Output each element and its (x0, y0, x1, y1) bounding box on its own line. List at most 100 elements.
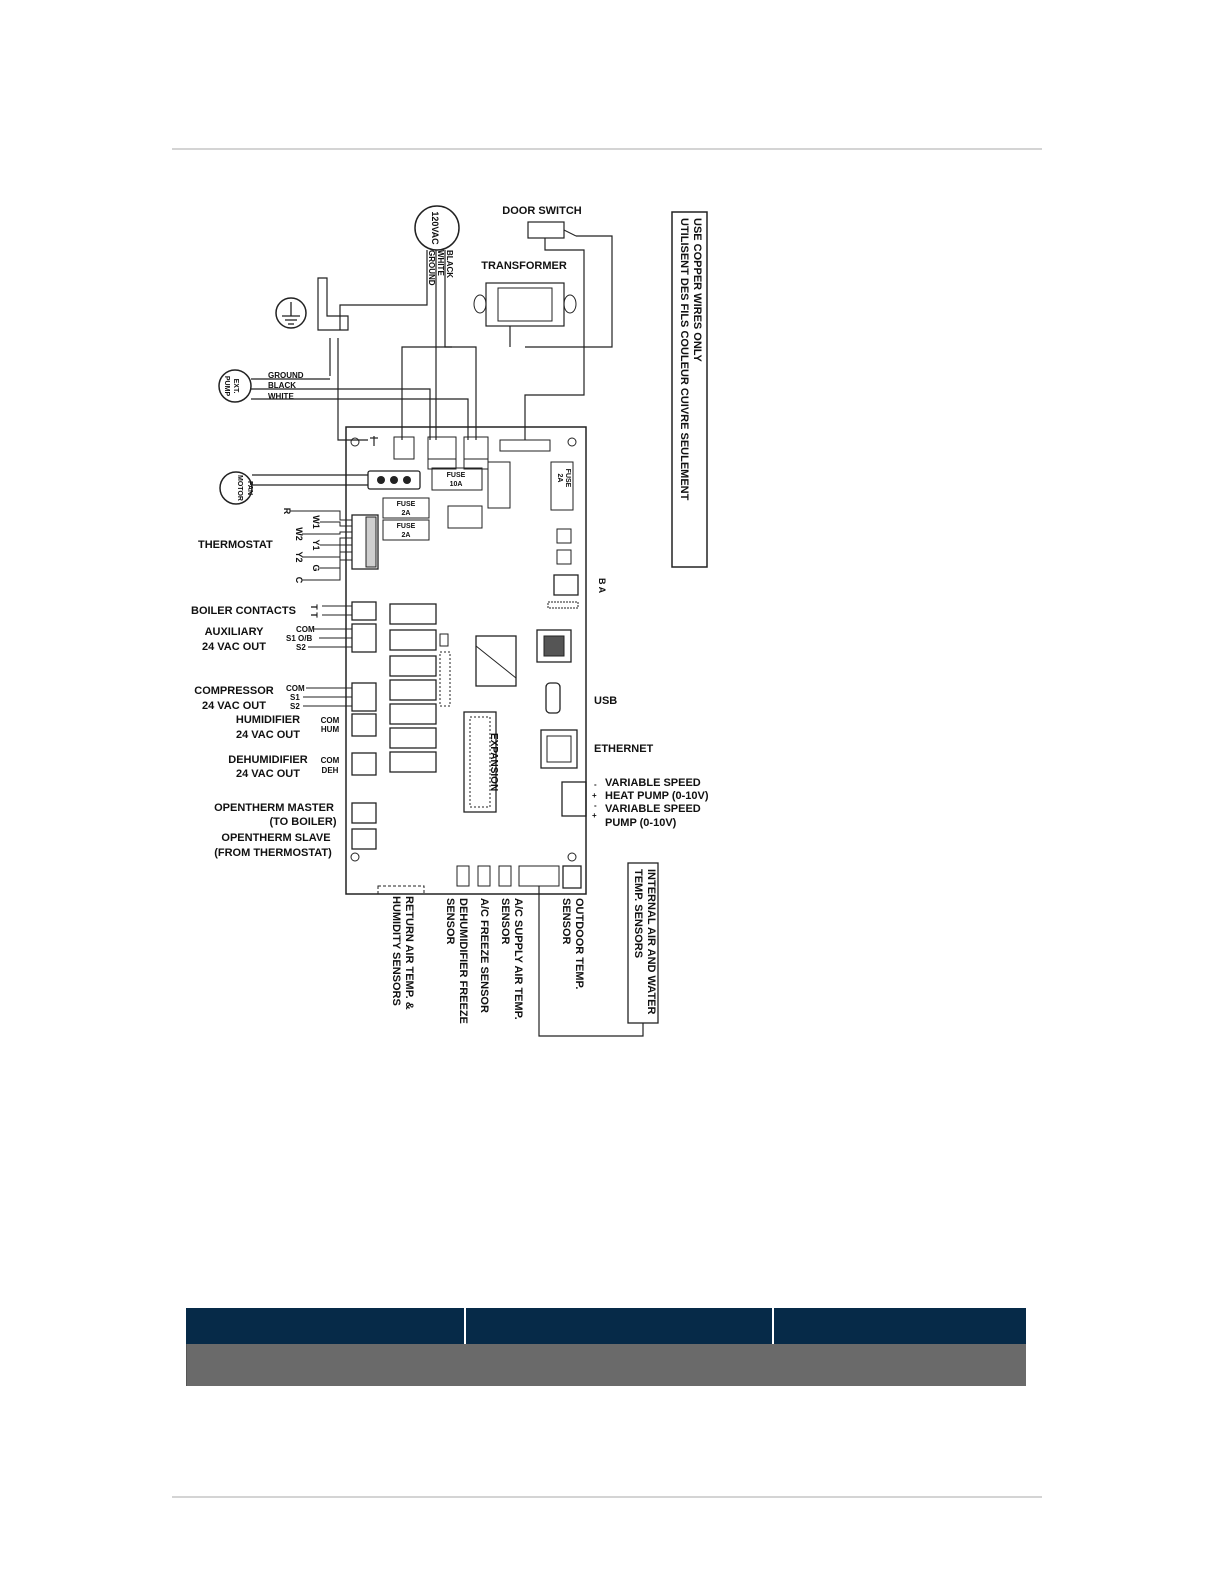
pin (403, 476, 411, 484)
opentherm-slave-terminal (351, 828, 377, 850)
fuse-b-rating: 2A (402, 532, 411, 539)
thermostat-wires (290, 510, 352, 581)
microcontroller-mark (475, 645, 517, 679)
fuse-main (431, 467, 483, 491)
led-strip (439, 651, 451, 707)
transformer-core (497, 287, 553, 322)
fan-motor-symbol (219, 471, 253, 505)
door-switch-wires (524, 235, 613, 440)
mount-hole (567, 437, 577, 447)
opentherm-master-label: OPENTHERM MASTER (214, 802, 334, 814)
sign: - (594, 780, 597, 789)
auxiliary-label: AUXILIARY (205, 626, 265, 638)
ac-supply-label: SENSOR (499, 898, 511, 945)
bottom-divider (172, 1496, 1042, 1498)
sd-card-slot (536, 629, 572, 663)
terminal-label: W1 (311, 515, 321, 529)
opentherm-slave-label: OPENTHERM SLAVE (221, 832, 330, 844)
mount-hole (350, 852, 360, 862)
comp-terminal-label: COM (286, 684, 305, 693)
relay (389, 727, 437, 749)
power-wire-label: BLACK (445, 250, 454, 278)
aux-terminal-label: S2 (296, 643, 306, 652)
terminal-label: G (311, 564, 321, 571)
sign: + (592, 791, 597, 800)
ext-pump-wire-label: BLACK (268, 381, 296, 390)
fuse-main-label: FUSE (447, 472, 466, 479)
hum-terminal-label: HUM (321, 725, 340, 734)
power-source-label: 120VAC (430, 211, 440, 245)
variable-speed-pump-label: PUMP (0-10V) (605, 817, 677, 829)
connector-base (427, 458, 457, 470)
transformer-wires (401, 326, 511, 440)
usb-label: USB (594, 695, 617, 707)
header-6pin (447, 505, 483, 529)
usb-port (545, 682, 561, 714)
top-divider (172, 148, 1042, 150)
fuse-right-label: FUSE (564, 469, 571, 488)
variable-speed-hp-label: HEAT PUMP (0-10V) (605, 790, 709, 802)
thermostat-terminal-block (351, 514, 379, 570)
dehum-freeze-label: DEHUMIDIFIER FREEZE (457, 898, 469, 1024)
table-header-cell (774, 1308, 1026, 1344)
ac-freeze-label: A/C FREEZE SENSOR (478, 898, 490, 1013)
fuse-right (550, 461, 574, 511)
ext-pump-wire-label: WHITE (268, 392, 294, 401)
ba-label: B A (597, 578, 607, 594)
thermostat-label: THERMOSTAT (198, 539, 273, 551)
fuse-b-label: FUSE (397, 523, 416, 530)
table-header-cell (186, 1308, 466, 1344)
humidifier-label: 24 VAC OUT (236, 729, 300, 741)
sensor-connector (477, 865, 491, 887)
ethernet-jack (546, 735, 572, 763)
fuse-right-rating: 2A (556, 474, 563, 483)
opentherm-master-terminal (351, 802, 377, 824)
auxiliary-label: 24 VAC OUT (202, 641, 266, 653)
boiler-contacts-label: BOILER CONTACTS (191, 605, 296, 617)
relay (389, 603, 437, 625)
opentherm-master-label: (TO BOILER) (269, 816, 336, 828)
copper-notice-box (671, 211, 708, 568)
ext-pump-wires (251, 378, 469, 440)
transformer-label: TRANSFORMER (481, 260, 567, 272)
return-air-connector (377, 885, 425, 895)
dehumidifier-label: 24 VAC OUT (236, 768, 300, 780)
aux-terminal-label: S1 O/B (286, 634, 312, 643)
sensor-connector (498, 865, 512, 887)
transformer-tab (473, 294, 487, 314)
mount-hole (567, 852, 577, 862)
terminal-screws (365, 516, 377, 568)
relay (389, 703, 437, 725)
internal-sensors-label: INTERNAL AIR AND WATER (645, 869, 657, 1014)
hum-terminal-block (351, 713, 377, 737)
humidifier-label: HUMIDIFIER (236, 714, 300, 726)
boiler-terminal-label: T T (309, 604, 319, 618)
opentherm-slave-label: (FROM THERMOSTAT) (214, 847, 332, 859)
comp-terminal-label: S2 (290, 702, 300, 711)
power-wires (339, 250, 477, 440)
fuse-a (382, 497, 430, 519)
fuse-a-rating: 2A (402, 510, 411, 517)
power-wire-label: WHITE (436, 250, 445, 276)
dehum-freeze-label: SENSOR (444, 898, 456, 945)
fuse-a-label: FUSE (397, 501, 416, 508)
power-source-symbol (414, 205, 460, 251)
ext-pump-wire-label: GROUND (268, 371, 304, 380)
door-switch (527, 221, 565, 239)
relay (487, 461, 511, 509)
pin (390, 476, 398, 484)
comp-terminal-block (351, 682, 377, 712)
sign: + (592, 811, 597, 820)
expansion-header (463, 711, 497, 813)
sensor-connector-bank (518, 865, 560, 887)
ground-wires (329, 338, 378, 446)
comp-terminal-label: S1 (290, 693, 300, 702)
ba-terminal-block (553, 574, 579, 596)
table-header-row (186, 1308, 1026, 1344)
relay (389, 629, 437, 651)
terminal-label: Y2 (294, 551, 304, 562)
pin-header (547, 601, 579, 609)
connector-door (499, 439, 551, 452)
ground-icon-lines (282, 302, 300, 325)
